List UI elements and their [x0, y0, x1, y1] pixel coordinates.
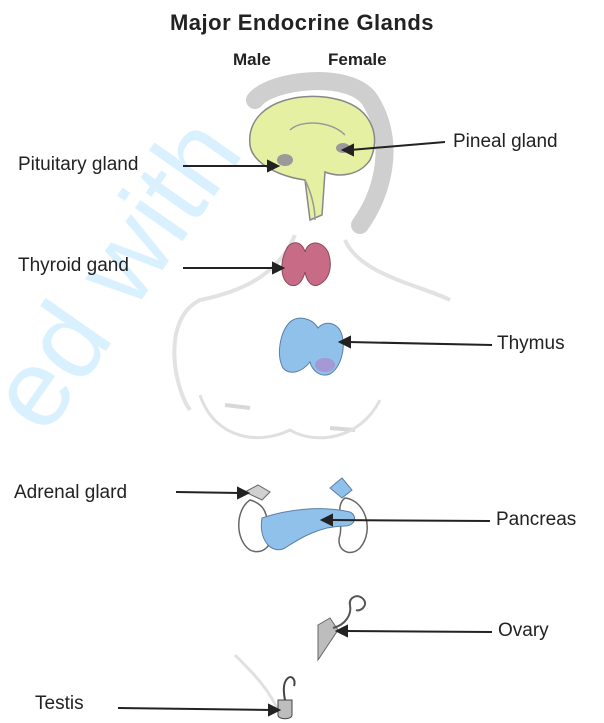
leader-thymus: [348, 342, 492, 345]
arrow-adrenal: [238, 488, 248, 498]
pituitary-gland-shape: [277, 154, 293, 166]
label-pancreas: Pancreas: [496, 509, 576, 531]
diagram-title: Major Endocrine Glands: [0, 10, 604, 36]
label-pituitary-gland: Pituitary gland: [18, 154, 138, 176]
leader-ovary: [345, 631, 492, 632]
label-ovary: Ovary: [498, 620, 549, 642]
adrenal-gland-right: [330, 478, 352, 498]
label-pineal-gland: Pineal gland: [453, 131, 558, 153]
thyroid-gland-shape: [282, 243, 330, 286]
subtitle-male: Male: [233, 50, 271, 70]
label-thymus: Thymus: [497, 333, 565, 355]
spermatic-cord: [284, 677, 295, 700]
subtitle-female: Female: [328, 50, 387, 70]
leg-line: [235, 655, 280, 715]
body-outline-right: [345, 240, 450, 300]
fallopian-tube: [333, 596, 365, 628]
leader-testis: [118, 708, 272, 710]
arrow-ovary: [337, 626, 347, 636]
leader-adrenal: [176, 492, 240, 493]
label-testis: Testis: [35, 693, 84, 715]
testis-shape: [278, 700, 292, 719]
chest-mark-left: [225, 405, 250, 408]
label-adrenal-gland: Adrenal glard: [14, 482, 127, 504]
leader-pancreas: [330, 520, 490, 521]
label-thyroid-gland: Thyroid gand: [18, 255, 129, 277]
ovary-shape: [318, 618, 338, 660]
body-outline: [174, 235, 295, 410]
thymus-shade: [315, 358, 335, 372]
